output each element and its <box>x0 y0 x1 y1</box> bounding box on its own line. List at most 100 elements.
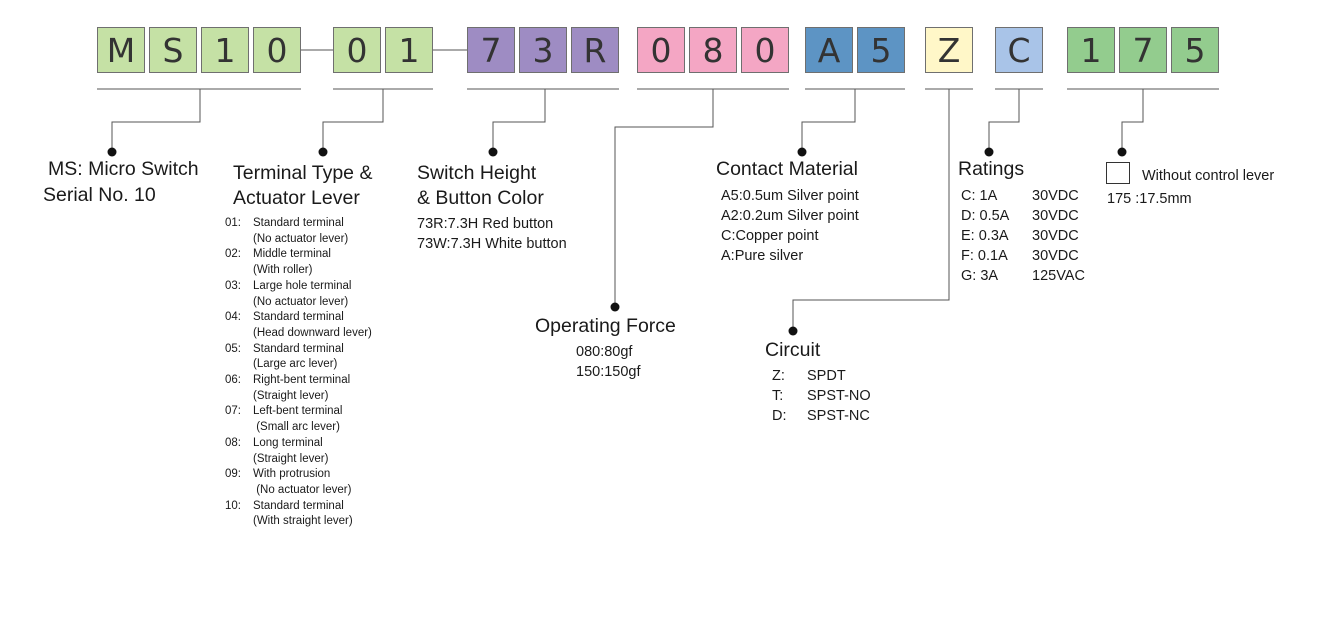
item-voltage: 125VAC <box>1032 268 1085 284</box>
leader-dot <box>488 147 498 157</box>
leader-dot <box>610 302 620 312</box>
height-title-line2: & Button Color <box>417 187 544 209</box>
list-item: 03:Large hole terminal <box>225 279 372 295</box>
leader-lever <box>1121 89 1144 151</box>
list-item-sub: (With roller) <box>225 263 372 279</box>
list-item-sub: (With straight lever) <box>225 514 372 530</box>
code-box: 8 <box>689 27 737 73</box>
code-box: 1 <box>1067 27 1115 73</box>
code-box: M <box>97 27 145 73</box>
code-box: 5 <box>857 27 905 73</box>
list-item-sub: (No actuator lever) <box>225 232 372 248</box>
contact-title: Contact Material <box>716 158 858 180</box>
code-box: 1 <box>385 27 433 73</box>
force-list: 080:80gf 150:150gf <box>576 342 641 382</box>
leader-dot <box>788 326 798 336</box>
code-box: 0 <box>253 27 301 73</box>
item-code: 08: <box>225 436 241 449</box>
list-item-sub: (Large arc lever) <box>225 357 372 373</box>
list-item: 06:Right-bent terminal <box>225 373 372 389</box>
height-list: 73R:7.3H Red button 73W:7.3H White butto… <box>417 214 567 254</box>
list-item: 04: Standard terminal <box>225 310 372 326</box>
code-box: 0 <box>333 27 381 73</box>
code-box: S <box>149 27 197 73</box>
code-box: 0 <box>637 27 685 73</box>
item-line1: Left-bent terminal <box>253 405 343 418</box>
list-item-sub: (Head downward lever) <box>225 326 372 342</box>
code-box: 3 <box>519 27 567 73</box>
item-line1: Large hole terminal <box>253 279 352 292</box>
leader-dot <box>984 147 994 157</box>
item-value: SPST-NC <box>807 408 870 424</box>
list-item: A5:0.5um Silver point <box>721 188 859 204</box>
list-item: 73W:7.3H White button <box>417 236 567 252</box>
item-code: 05: <box>225 342 241 355</box>
item-current: D: 0.5A <box>961 208 1010 224</box>
item-value: SPST-NO <box>807 388 871 404</box>
item-value: SPDT <box>807 368 846 384</box>
item-code: Z: <box>772 368 785 384</box>
list-item: C: 1A 30VDC <box>961 186 1085 206</box>
list-item: Z: SPDT <box>772 366 871 386</box>
item-current: C: 1A <box>961 188 998 204</box>
list-item-sub: (Small arc lever) <box>225 420 372 436</box>
list-item: E: 0.3A 30VDC <box>961 226 1085 246</box>
item-line1: With protrusion <box>253 468 331 481</box>
list-item: 09:With protrusion <box>225 467 372 483</box>
blank-square-icon <box>1106 162 1130 184</box>
leader-force <box>614 89 714 306</box>
leader-ratings <box>988 89 1020 151</box>
list-item: 01:Standard terminal <box>225 216 372 232</box>
list-item: 02: Middle terminal <box>225 247 372 263</box>
item-code: 02: <box>225 248 241 261</box>
item-line1: Long terminal <box>253 436 323 449</box>
leader-dot <box>797 147 807 157</box>
series-title-line1: MS: Micro Switch <box>48 158 199 180</box>
list-item: T: SPST-NO <box>772 386 871 406</box>
item-voltage: 30VDC <box>1032 188 1079 204</box>
lever-item: 175 :17.5mm <box>1107 191 1192 207</box>
circuit-list: Z: SPDT T: SPST-NO D: SPST-NC <box>772 366 871 426</box>
list-item: A:Pure silver <box>721 248 804 264</box>
list-item: 73R:7.3H Red button <box>417 216 554 232</box>
item-line2: (With straight lever) <box>253 515 353 528</box>
item-voltage: 30VDC <box>1032 228 1079 244</box>
list-item-sub: (No actuator lever) <box>225 295 372 311</box>
list-item: D: SPST-NC <box>772 406 871 426</box>
item-code: T: <box>772 388 784 404</box>
item-line2: (No actuator lever) <box>253 232 349 245</box>
terminal-title-line2: Actuator Lever <box>233 187 360 209</box>
item-line2: (Head downward lever) <box>253 326 372 339</box>
force-title: Operating Force <box>535 315 676 337</box>
item-code: 04: <box>225 311 241 324</box>
contact-list: A5:0.5um Silver point A2:0.2um Silver po… <box>721 186 859 266</box>
code-box: 7 <box>1119 27 1167 73</box>
code-box: 0 <box>741 27 789 73</box>
item-line1: Standard terminal <box>253 311 344 324</box>
list-item: A2:0.2um Silver point <box>721 208 859 224</box>
leader-terminal <box>322 89 384 151</box>
list-item-sub: (Straight lever) <box>225 389 372 405</box>
code-box: C <box>995 27 1043 73</box>
series-title-line2: Serial No. 10 <box>43 184 156 206</box>
leader-series <box>111 89 201 151</box>
item-line2: (No actuator lever) <box>253 295 349 308</box>
list-item: 05:Standard terminal <box>225 342 372 358</box>
item-current: E: 0.3A <box>961 228 1009 244</box>
leader-dot <box>318 147 328 157</box>
code-box: A <box>805 27 853 73</box>
item-line1: Middle terminal <box>253 248 331 261</box>
item-code: 01: <box>225 217 241 229</box>
terminal-title-line1: Terminal Type & <box>233 162 373 184</box>
list-item: C:Copper point <box>721 228 819 244</box>
item-line2: (Straight lever) <box>253 452 329 465</box>
item-code: D: <box>772 408 787 424</box>
item-line1: Right-bent terminal <box>253 374 351 387</box>
item-line2: (With roller) <box>253 264 313 277</box>
item-code: 07: <box>225 405 241 418</box>
list-item: 150:150gf <box>576 364 641 380</box>
